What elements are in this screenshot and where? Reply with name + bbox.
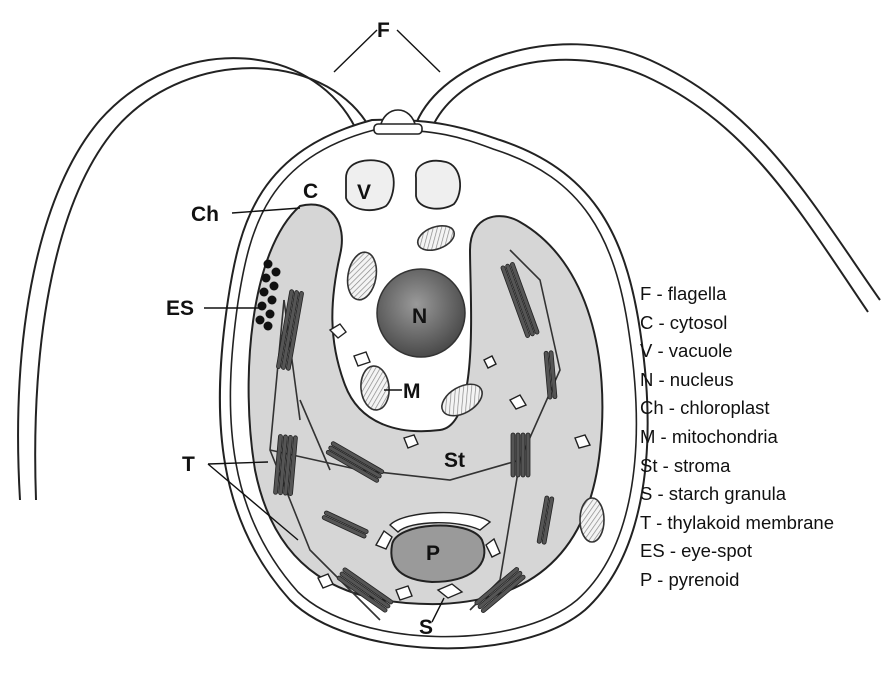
legend-item-starch: S - starch granula	[640, 480, 834, 509]
legend-item-cytosol: C - cytosol	[640, 309, 834, 338]
vacuole-right	[416, 161, 460, 209]
mitochondrion	[580, 498, 604, 542]
label-chloroplast: Ch	[191, 203, 219, 226]
label-vacuole: V	[357, 181, 371, 204]
legend-item-stroma: St - stroma	[640, 452, 834, 481]
legend-item-eye-spot: ES - eye-spot	[640, 537, 834, 566]
label-pyrenoid: P	[426, 542, 440, 565]
label-starch: S	[419, 616, 433, 639]
legend-item-vacuole: V - vacuole	[640, 337, 834, 366]
legend-item-pyrenoid: P - pyrenoid	[640, 566, 834, 595]
label-nucleus: N	[412, 305, 427, 328]
legend-item-nucleus: N - nucleus	[640, 366, 834, 395]
label-cytosol: C	[303, 180, 318, 203]
label-thylakoid: T	[182, 453, 195, 476]
label-mitochondria: M	[403, 380, 421, 403]
legend-item-chloroplast: Ch - chloroplast	[640, 394, 834, 423]
label-stroma: St	[444, 449, 465, 472]
legend: F - flagella C - cytosol V - vacuole N -…	[640, 280, 834, 595]
legend-item-flagella: F - flagella	[640, 280, 834, 309]
label-flagella: F	[377, 19, 390, 42]
legend-item-mitochondria: M - mitochondria	[640, 423, 834, 452]
basal-bodies	[374, 110, 422, 134]
label-eye-spot: ES	[166, 297, 194, 320]
legend-item-thylakoid: T - thylakoid membrane	[640, 509, 834, 538]
